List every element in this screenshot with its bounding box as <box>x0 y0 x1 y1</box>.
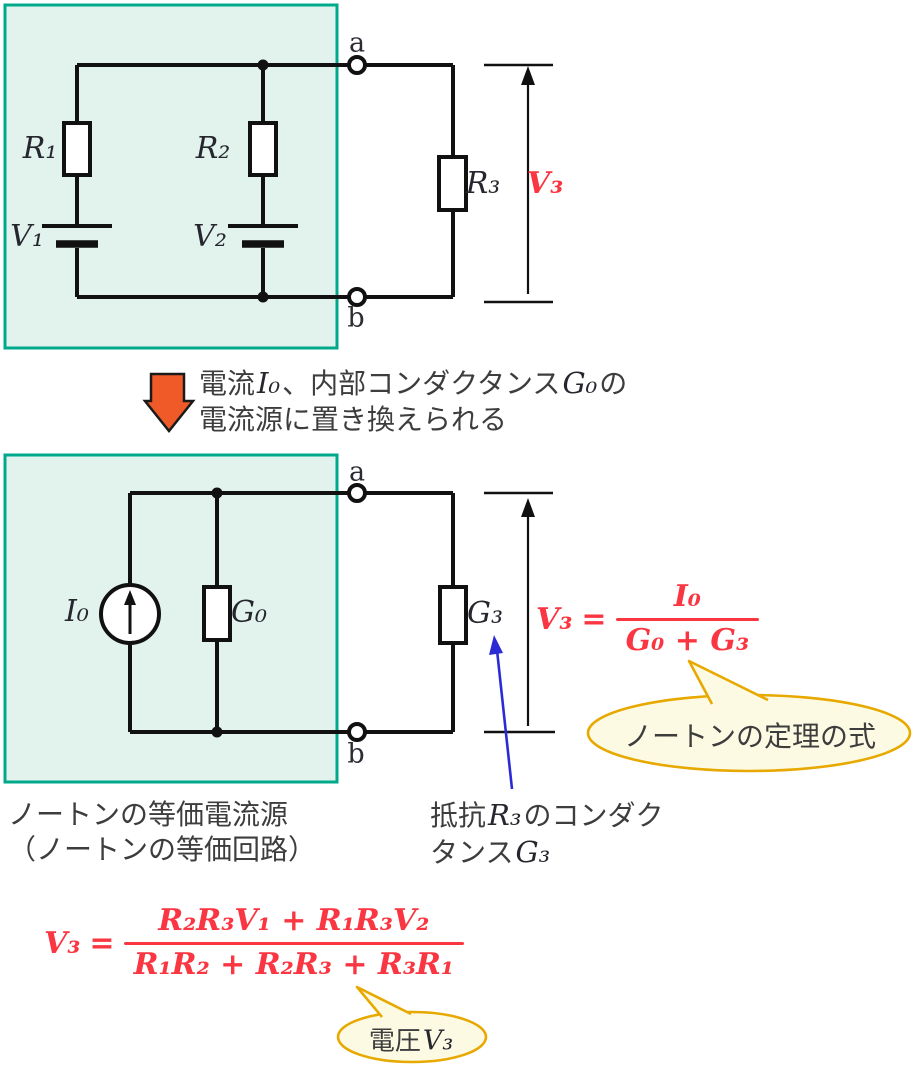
math-r3: R₃ <box>488 798 522 832</box>
terminal-a-label-top: a <box>348 27 366 59</box>
junction-dot <box>211 487 223 499</box>
conductance-g0 <box>202 585 232 642</box>
label-r3: R₃ <box>465 166 501 201</box>
label-i0: I₀ <box>65 594 89 629</box>
norton-formula-numerator: I₀ <box>673 579 701 614</box>
junction-dot <box>211 726 223 738</box>
norton-formula-denominator: G₀ + G₃ <box>625 622 750 658</box>
norton-formula: V₃ = I₀ G₀ + G₃ <box>536 577 760 661</box>
top-circuit-wires <box>75 63 455 299</box>
replace-note-text: 電流 <box>199 368 256 399</box>
resistor-r2 <box>248 121 278 177</box>
current-source-arrow <box>124 590 136 634</box>
voltage-formula: V₃ = R₂R₃V₁ + R₁R₃V₂ R₁R₂ + R₂R₃ + R₃R₁ <box>44 901 465 985</box>
voltage-formula-numerator: R₂R₃V₁ + R₁R₃V₂ <box>158 903 430 938</box>
battery-v1 <box>42 224 112 248</box>
equiv-source-label-line2: （ノートンの等価回路） <box>8 834 317 865</box>
equals-sign: = <box>581 601 607 637</box>
label-r1: R₁ <box>22 131 58 166</box>
math-g3: G₃ <box>515 835 551 869</box>
replace-note-line1: 電流I₀、内部コンダクタンスG₀の <box>199 365 627 402</box>
replace-down-arrow <box>142 372 196 434</box>
fraction-bar <box>615 617 760 621</box>
voltage-callout-text: 電圧 <box>368 1025 421 1056</box>
resistor-r3 <box>437 155 468 212</box>
equiv-source-label: ノートンの等価電流源 （ノートンの等価回路） <box>8 797 316 867</box>
math-v3: V₃ <box>422 1025 454 1057</box>
voltage-callout-bubble <box>336 985 488 1064</box>
conductance-g3 <box>438 585 468 645</box>
fraction-bar <box>123 941 465 945</box>
v3-measure-arrow-bottom <box>484 491 555 734</box>
norton-callout-label: ノートンの定理の式 <box>623 721 877 752</box>
replace-note: 電流I₀、内部コンダクタンスG₀の 電流源に置き換えられる <box>199 365 627 438</box>
voltage-formula-lhs: V₃ <box>44 925 81 961</box>
terminal-b-label-bottom: b <box>347 738 365 770</box>
terminal-a-label-bottom: a <box>348 456 366 488</box>
terminal-b-bottom <box>347 722 367 742</box>
voltage-formula-denominator: R₁R₂ + R₂R₃ + R₃R₁ <box>133 946 455 982</box>
equals-sign: = <box>89 925 115 961</box>
battery-v2 <box>228 224 298 248</box>
v3-measure-arrow-top <box>484 63 553 304</box>
math-i0: I₀ <box>257 366 281 400</box>
voltage-callout-label: 電圧V₃ <box>369 1021 455 1058</box>
label-v1: V₁ <box>10 219 44 254</box>
equiv-source-label-line1: ノートンの等価電流源 <box>8 799 289 830</box>
g3-note-text: のコンダク <box>523 800 664 831</box>
replace-note-text: の <box>599 368 628 399</box>
label-r2: R₂ <box>195 131 231 166</box>
terminal-b-top <box>347 287 367 307</box>
label-v2: V₂ <box>193 219 227 254</box>
replace-note-text: 、内部コンダクタンス <box>282 368 561 399</box>
norton-formula-lhs: V₃ <box>536 601 573 637</box>
top-source-network-box <box>3 3 339 350</box>
replace-note-line2: 電流源に置き換えられる <box>199 404 508 435</box>
voltage-formula-fraction: R₂R₃V₁ + R₁R₃V₂ R₁R₂ + R₂R₃ + R₃R₁ <box>123 901 465 985</box>
norton-formula-fraction: I₀ G₀ + G₃ <box>615 577 760 661</box>
g3-note-line2: タンスG₃ <box>430 834 664 871</box>
g3-note-text: タンス <box>430 837 514 868</box>
label-g0: G₀ <box>231 595 267 630</box>
norton-callout-bubble <box>586 659 912 773</box>
terminal-b-label-top: b <box>347 302 365 334</box>
g3-note: 抵抗R₃のコンダク タンスG₃ <box>430 797 664 871</box>
label-v3-top: V₃ <box>526 166 564 201</box>
junction-dot <box>257 291 269 303</box>
bottom-circuit-wires <box>128 491 455 734</box>
math-g0: G₀ <box>562 366 598 400</box>
resistor-r1 <box>62 121 92 177</box>
label-g3: G₃ <box>467 596 503 631</box>
g3-note-line1: 抵抗R₃のコンダク <box>430 797 664 834</box>
bottom-source-network-box <box>3 453 339 784</box>
terminal-a-top <box>347 55 367 75</box>
terminal-a-bottom <box>347 483 367 503</box>
junction-dot <box>257 59 269 71</box>
g3-note-text: 抵抗 <box>430 800 487 831</box>
g3-pointer-arrow <box>489 635 514 790</box>
